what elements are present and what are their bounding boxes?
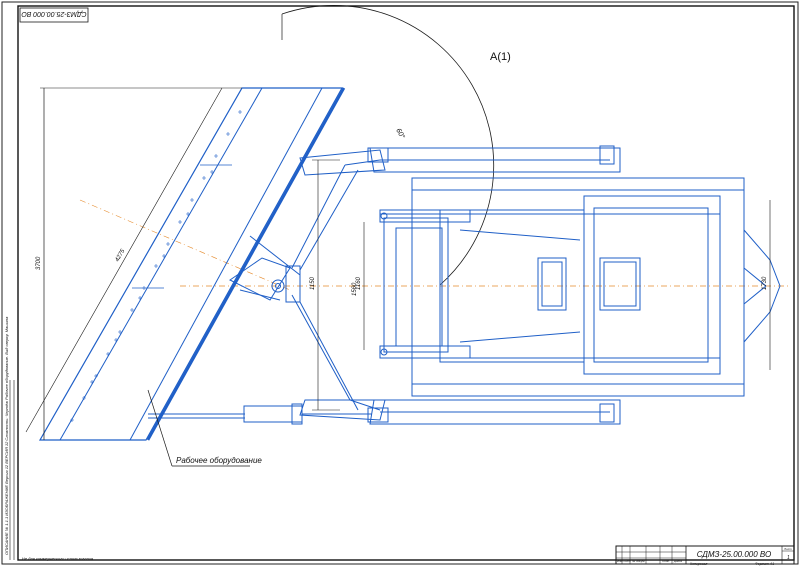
title-sheet-label: Лист (783, 547, 792, 551)
tractor-body (369, 145, 781, 425)
dim-3700: 3700 (36, 256, 42, 270)
code-rotated: СДМЗ-25.00.000 ВО (21, 10, 87, 17)
title-col-list: Лист (622, 559, 631, 563)
dimension-1160: 1160 (356, 222, 365, 350)
left-strip-text: ОПИСАНИЕ № 1.1.1 ИЗОБРАЖЕНИЕ Версия 12 В… (4, 316, 9, 555)
dim-1730: 1730 (762, 276, 768, 290)
callout: Рабочее оборудование (147, 389, 262, 467)
inner-frame (17, 5, 795, 561)
dimension-3700: 3700 (36, 87, 242, 440)
dim-1160: 1160 (356, 276, 362, 290)
dim-4275: 4275 (115, 248, 127, 263)
code-box-top-left: СДМЗ-25.00.000 ВО (19, 7, 89, 23)
copied-label: Копировал (690, 562, 707, 566)
dim-1560: 1560 (352, 282, 358, 296)
title-col-doc: № докум. (632, 559, 645, 563)
title-code: СДМЗ-25.00.000 ВО (697, 550, 772, 559)
title-block: Изм Лист № докум. Подп. Дата СДМЗ-25.00.… (615, 545, 795, 565)
title-sheet-value: 1 (787, 555, 790, 561)
title-col-izm: Изм (617, 559, 623, 563)
push-frame (229, 147, 389, 423)
title-col-date: Дата (673, 559, 682, 563)
blade-axis (79, 199, 291, 291)
angle-label: 60° (394, 127, 406, 140)
dimension-1150: 1150 (310, 159, 340, 411)
angle-arc: 60° (281, 5, 495, 286)
callout-label: Рабочее оборудование (176, 456, 262, 465)
view-label: А(1) (490, 51, 511, 63)
bottom-note: Не для коммерческого использования (22, 556, 94, 561)
format-label: Формат А1 (755, 562, 774, 566)
dimension-4275: 4275 (25, 87, 223, 433)
title-col-sign: Подп. (662, 559, 670, 563)
dim-1150: 1150 (310, 276, 316, 290)
left-margin-strip: ОПИСАНИЕ № 1.1.1 ИЗОБРАЖЕНИЕ Версия 12 В… (4, 316, 15, 560)
hydraulic-cylinder (148, 403, 372, 425)
dimension-1730: 1730 (762, 200, 771, 370)
dozer-blade (38, 87, 346, 441)
